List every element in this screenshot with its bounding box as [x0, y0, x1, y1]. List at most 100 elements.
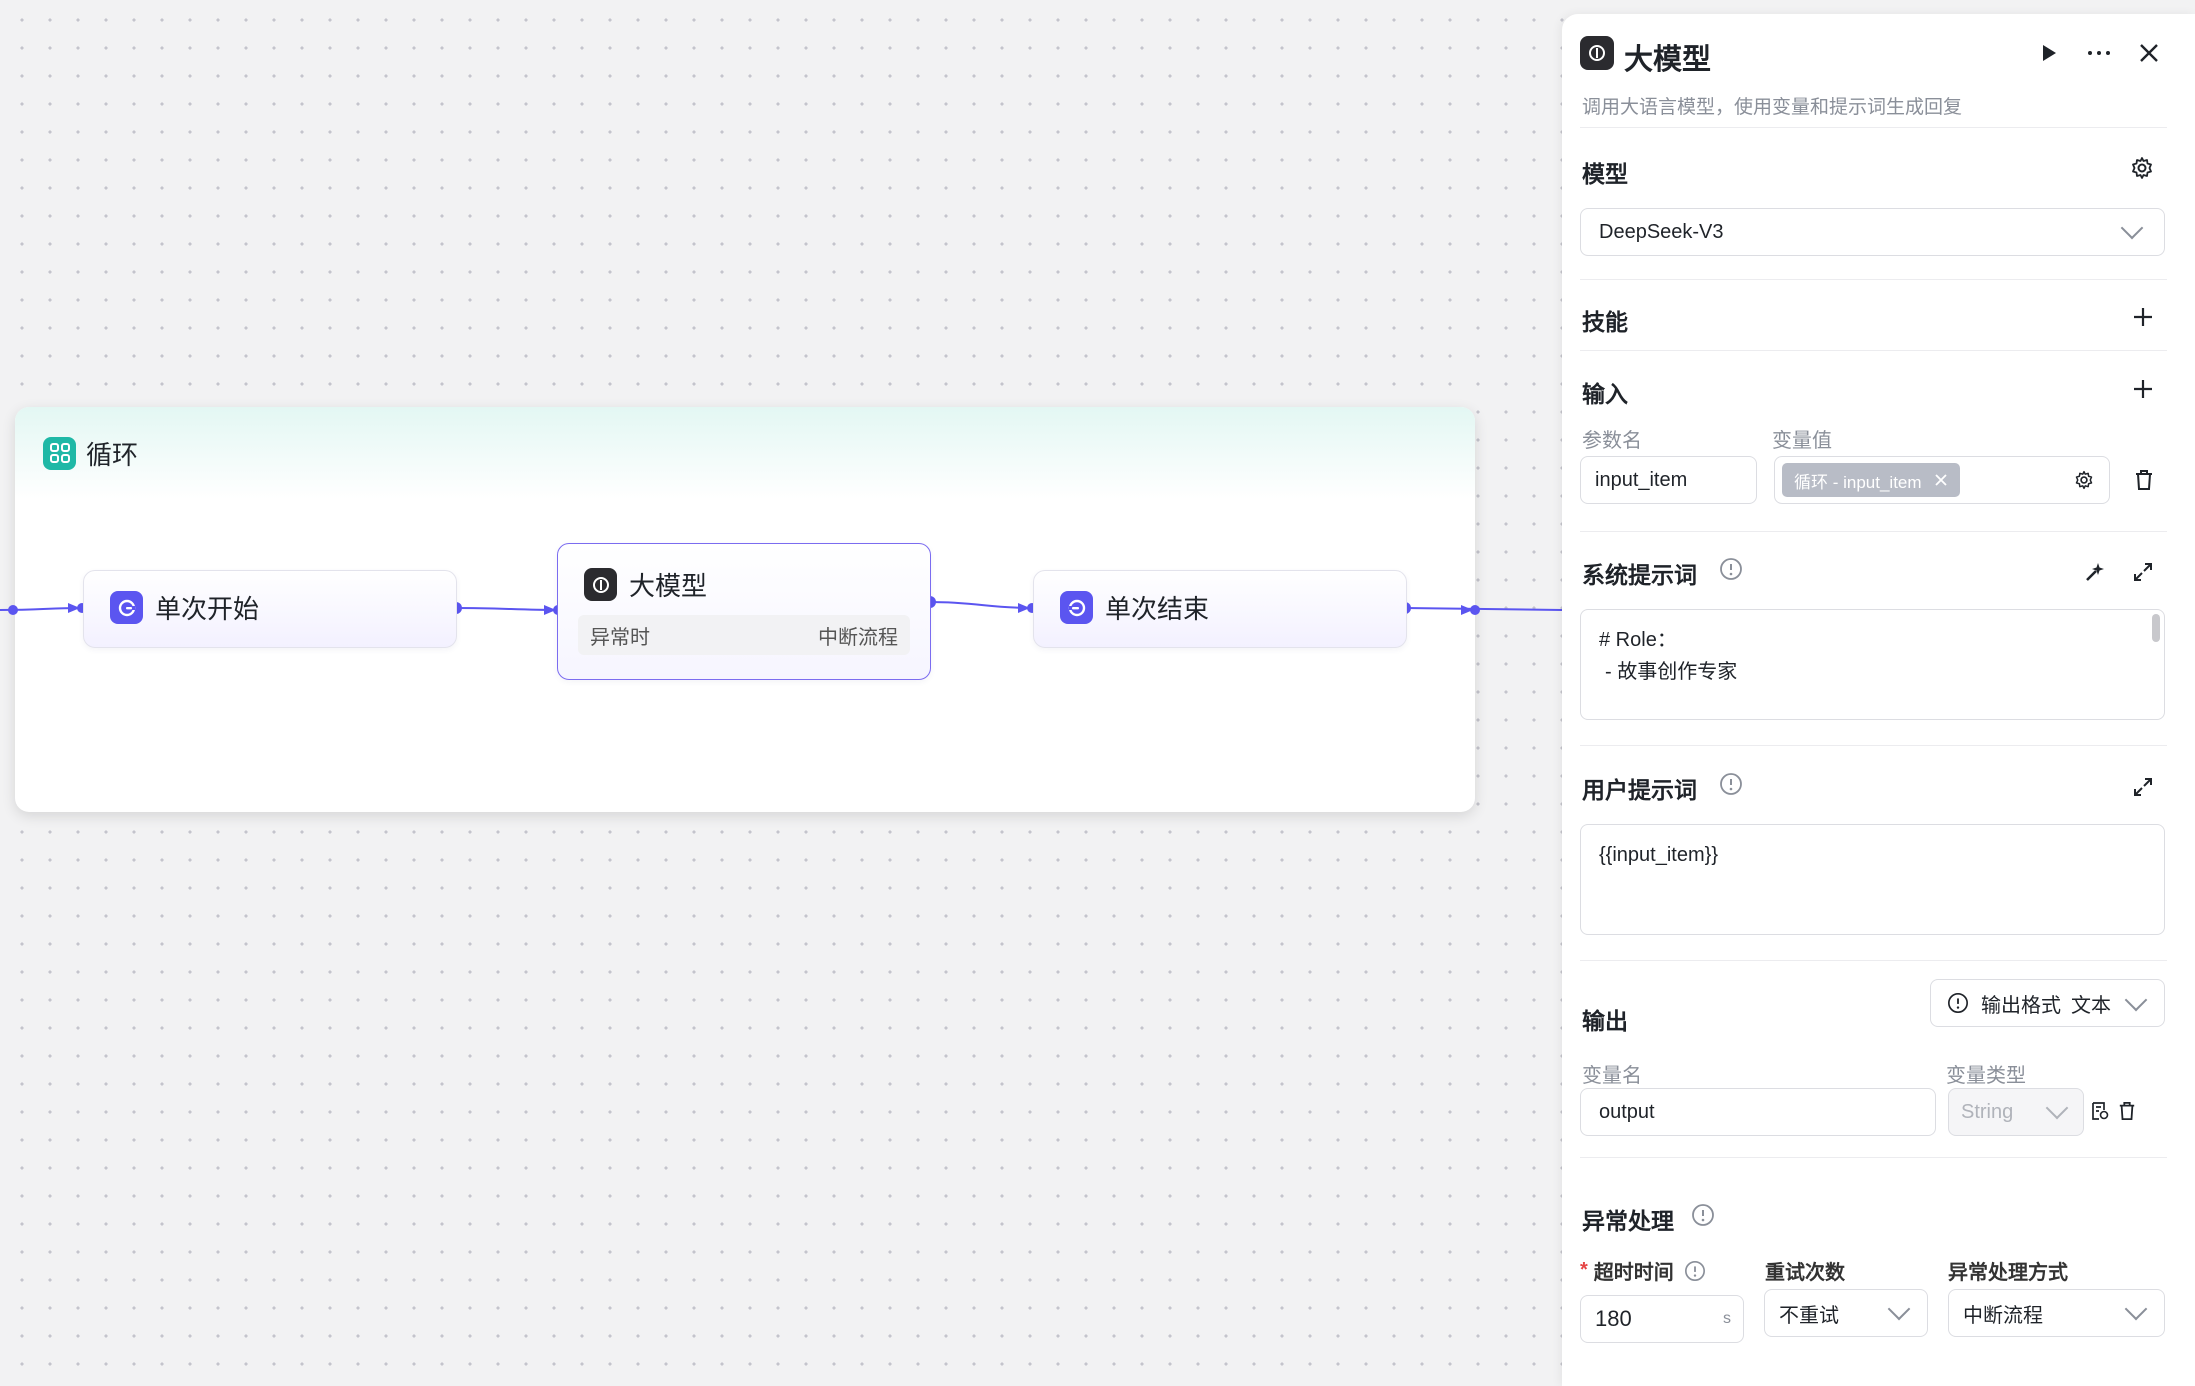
exception-label: 异常时	[590, 626, 650, 649]
loop-icon	[43, 436, 76, 470]
note-edit-icon	[2092, 1102, 2109, 1120]
timeout-value: 180	[1595, 1306, 1632, 1331]
retry-value: 不重试	[1779, 1304, 1839, 1327]
edge-out	[1404, 607, 1562, 611]
node-title: 单次开始	[155, 594, 260, 624]
node-single-end[interactable]: 单次结束	[1033, 570, 1407, 648]
output-format-label: 输出格式	[1981, 994, 2061, 1017]
close-button[interactable]	[2132, 36, 2166, 70]
start-icon	[110, 591, 143, 624]
close-icon	[2140, 44, 2158, 62]
exception-method-label: 异常处理方式	[1948, 1262, 2068, 1284]
add-input-button[interactable]	[2128, 374, 2158, 404]
divider	[1580, 279, 2167, 280]
exception-info	[1690, 1202, 1716, 1228]
divider	[1580, 960, 2167, 961]
model-select[interactable]: DeepSeek-V3	[1580, 208, 2165, 256]
close-icon[interactable]	[1934, 473, 1948, 487]
param-name-column-label: 参数名	[1582, 430, 1642, 452]
variable-tag-label: 循环 - input_item	[1794, 472, 1922, 492]
divider	[1580, 531, 2167, 532]
output-format-value: 文本	[2071, 994, 2111, 1017]
timeout-label: 超时时间	[1593, 1262, 1674, 1284]
user-prompt-textarea[interactable]: {{input_item}}	[1580, 824, 2165, 935]
model-settings-button[interactable]	[2127, 153, 2157, 183]
system-prompt-expand-button[interactable]	[2129, 558, 2157, 586]
user-prompt-section-title: 用户提示词	[1582, 777, 1697, 803]
divider	[1580, 745, 2167, 746]
exception-method-select[interactable]: 中断流程	[1948, 1289, 2165, 1337]
output-var-description-button[interactable]	[2088, 1099, 2112, 1123]
output-var-name-input[interactable]: output	[1580, 1088, 1936, 1136]
input-section-title: 输入	[1582, 381, 1628, 407]
node-single-start[interactable]: 单次开始	[83, 570, 457, 648]
chevron-down-icon	[2124, 1297, 2148, 1321]
info-icon	[1948, 993, 1968, 1013]
timeout-input[interactable]: 180 s	[1580, 1295, 1744, 1343]
arrow-head	[68, 603, 80, 613]
node-llm[interactable]: 大模型 异常时 中断流程	[557, 543, 931, 680]
gear-icon	[2075, 470, 2093, 490]
chevron-down-icon	[2120, 216, 2144, 240]
add-skill-button[interactable]	[2128, 302, 2158, 332]
system-prompt-info	[1718, 556, 1744, 582]
plus-icon	[2134, 308, 2152, 326]
retry-select[interactable]: 不重试	[1764, 1289, 1928, 1337]
user-prompt-info	[1718, 771, 1744, 797]
param-value-input[interactable]: 循环 - input_item	[1774, 456, 2110, 504]
divider	[1580, 127, 2167, 128]
chevron-down-icon	[1887, 1297, 1911, 1321]
panel-description: 调用大语言模型，使用变量和提示词生成回复	[1582, 97, 1963, 118]
system-prompt-line: - 故事创作专家	[1605, 661, 1738, 683]
loop-group-header: 循环	[15, 407, 1475, 499]
system-prompt-line: # Role：	[1599, 629, 1677, 651]
output-var-name-column-label: 变量名	[1582, 1065, 1642, 1087]
param-name-value: input_item	[1595, 468, 1688, 491]
divider	[1580, 350, 2167, 351]
exception-method-value: 中断流程	[1963, 1304, 2043, 1327]
more-button[interactable]	[2082, 36, 2116, 70]
output-var-name-value: output	[1599, 1100, 1655, 1123]
plus-icon	[2134, 380, 2152, 398]
play-icon	[2043, 45, 2056, 61]
arrow-head	[544, 605, 556, 615]
expand-icon	[2134, 778, 2152, 796]
delete-output-button[interactable]	[2115, 1099, 2139, 1123]
run-button[interactable]	[2032, 36, 2066, 70]
model-section-title: 模型	[1582, 161, 1628, 187]
info-icon	[1720, 773, 1742, 795]
retry-label: 重试次数	[1765, 1262, 1845, 1284]
more-icon	[2088, 51, 2110, 55]
port-dot	[1470, 605, 1480, 615]
delete-input-button[interactable]	[2129, 465, 2159, 495]
edges-layer	[0, 596, 1562, 615]
expand-icon	[2134, 563, 2152, 581]
chevron-down-icon	[2045, 1096, 2069, 1120]
magic-wand-icon	[2086, 563, 2104, 581]
divider	[1580, 1157, 2167, 1158]
exception-section-title: 异常处理	[1582, 1208, 1674, 1234]
output-var-type-column-label: 变量类型	[1946, 1065, 2026, 1087]
param-value-settings-button[interactable]	[2073, 469, 2095, 491]
system-prompt-textarea[interactable]: # Role： - 故事创作专家	[1580, 609, 2165, 720]
prompt-optimize-button[interactable]	[2081, 558, 2109, 586]
timeout-unit: s	[1723, 1310, 1731, 1327]
output-var-type-value: String	[1961, 1100, 2014, 1123]
llm-icon	[584, 568, 617, 601]
panel-header-icon	[1580, 36, 1614, 70]
arrow-head	[1461, 605, 1473, 615]
info-icon	[1692, 1204, 1714, 1226]
loop-group-title: 循环	[86, 439, 139, 470]
exception-action: 中断流程	[818, 626, 898, 649]
model-select-value: DeepSeek-V3	[1599, 220, 1724, 243]
node-config-panel: 大模型 调用大语言模型，使用变量和提示词生成回复 模型 DeepSeek-V3 …	[1562, 14, 2195, 1386]
timeout-label-row: * 超时时间	[1580, 1256, 1706, 1285]
end-icon	[1060, 591, 1093, 624]
node-title: 大模型	[629, 571, 708, 601]
skills-section-title: 技能	[1582, 309, 1628, 335]
user-prompt-expand-button[interactable]	[2129, 773, 2157, 801]
required-asterisk: *	[1580, 1259, 1588, 1281]
output-format-select[interactable]: 输出格式 文本	[1930, 979, 2165, 1027]
param-name-input[interactable]: input_item	[1580, 456, 1757, 504]
textarea-scrollbar[interactable]	[2152, 614, 2160, 642]
